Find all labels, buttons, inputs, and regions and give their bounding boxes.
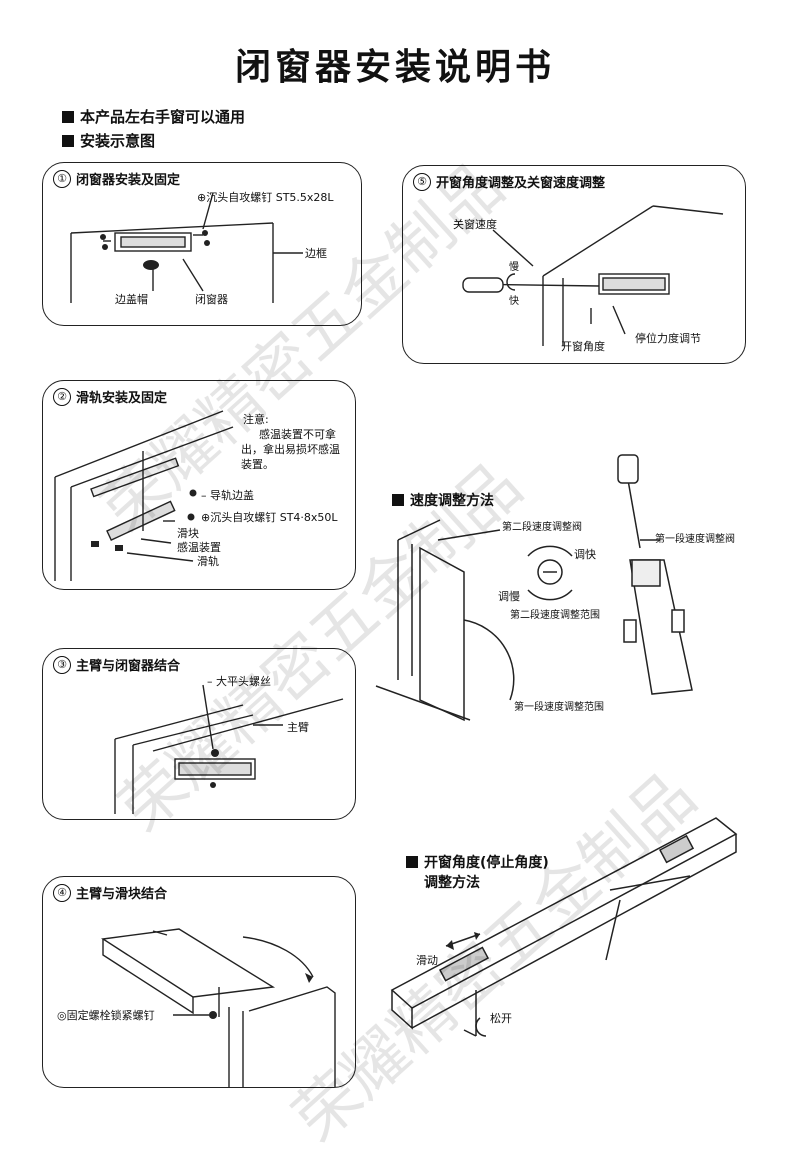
square-bullet-icon [392, 494, 404, 506]
label-valve-1: 第一段速度调整阀 [655, 534, 735, 545]
arm-slider-drawing [101, 928, 336, 1087]
panel-step-2-title: ② 滑轨安装及固定 [53, 387, 167, 406]
step-number: ⑤ [413, 172, 431, 191]
panel-step-4-title: ④ 主臂与滑块结合 [53, 883, 167, 902]
label-closer: 闭窗器 [195, 293, 228, 306]
panel-step-5: ⑤ 开窗角度调整及关窗速度调整 关窗速度 慢 快 开窗角度 停位力度调节 [402, 165, 746, 364]
label-closing-speed: 关窗速度 [453, 218, 497, 231]
speed-section-title: 速度调整方法 [392, 490, 494, 510]
label-loosen: 松开 [490, 1012, 512, 1025]
label-fixing-bolt: ◎固定螺栓锁紧螺钉 [57, 1009, 155, 1022]
label-flat-head-screw: – 大平头螺丝 [207, 675, 271, 688]
square-bullet-icon [406, 856, 418, 868]
label-slow: 慢 [509, 262, 519, 273]
label-main-arm: 主臂 [287, 721, 309, 734]
panel-step-1-title: ① 闭窗器安装及固定 [53, 169, 180, 188]
label-valve-2: 第二段速度调整阀 [502, 522, 582, 533]
square-bullet-icon [62, 134, 74, 147]
panel-step-4: ④ 主臂与滑块结合 ◎固定螺栓锁紧螺钉 [42, 876, 356, 1088]
step-number: ② [53, 387, 71, 406]
label-thermal-device: 感温装置 [177, 541, 221, 554]
panel-step-1: ① 闭窗器安装及固定 ⊕沉头自攻螺钉 ST [42, 162, 362, 326]
label-rail: 滑轨 [197, 555, 219, 568]
panel-step-2: ② 滑轨安装及固定 注意: [42, 380, 356, 590]
panel-step-3: ③ 主臂与闭窗器结合 – 大平头螺丝 主臂 [42, 648, 356, 820]
panel-step-3-title: ③ 主臂与闭窗器结合 [53, 655, 180, 674]
label-slide: 滑动 [416, 954, 438, 967]
page-title: 闭窗器安装说明书 [234, 46, 555, 88]
note-universal: 本产品左右手窗可以通用 [62, 106, 245, 127]
warning-title: 注意: [243, 413, 269, 426]
label-range-2: 第二段速度调整范围 [510, 610, 600, 621]
label-screw-st48: ⊕沉头自攻螺钉 ST4·8x50L [201, 511, 338, 524]
label-rail-cap: – 导轨边盖 [201, 489, 254, 502]
closer-install-drawing [70, 192, 303, 303]
angle-section-subtitle: 调整方法 [424, 875, 480, 891]
label-faster: 调快 [574, 548, 596, 561]
step-number: ④ [53, 883, 71, 902]
note-diagram-heading: 安装示意图 [62, 130, 155, 151]
label-slider: 滑块 [177, 527, 199, 540]
label-opening-angle: 开窗角度 [561, 340, 605, 353]
label-slower: 调慢 [498, 590, 520, 603]
arm-closer-drawing [114, 684, 344, 814]
label-end-cap: 边盖帽 [115, 293, 148, 306]
label-range-1: 第一段速度调整范围 [514, 702, 604, 713]
step-number: ① [53, 169, 71, 188]
panel-step-5-title: ⑤ 开窗角度调整及关窗速度调整 [413, 172, 605, 191]
label-stop-force: 停位力度调节 [635, 332, 701, 345]
warning-text: 感温装置不可拿 出，拿出易损坏感温 装置。 [241, 428, 340, 471]
step-number: ③ [53, 655, 71, 674]
label-fast: 快 [509, 296, 519, 307]
angle-speed-drawing [462, 205, 724, 346]
square-bullet-icon [62, 110, 74, 123]
label-frame: 边框 [305, 247, 327, 260]
angle-section-title: 开窗角度(停止角度) [406, 852, 549, 872]
label-screw-st55: ⊕沉头自攻螺钉 ST5.5x28L [197, 191, 334, 204]
rail-install-drawing [54, 410, 234, 581]
